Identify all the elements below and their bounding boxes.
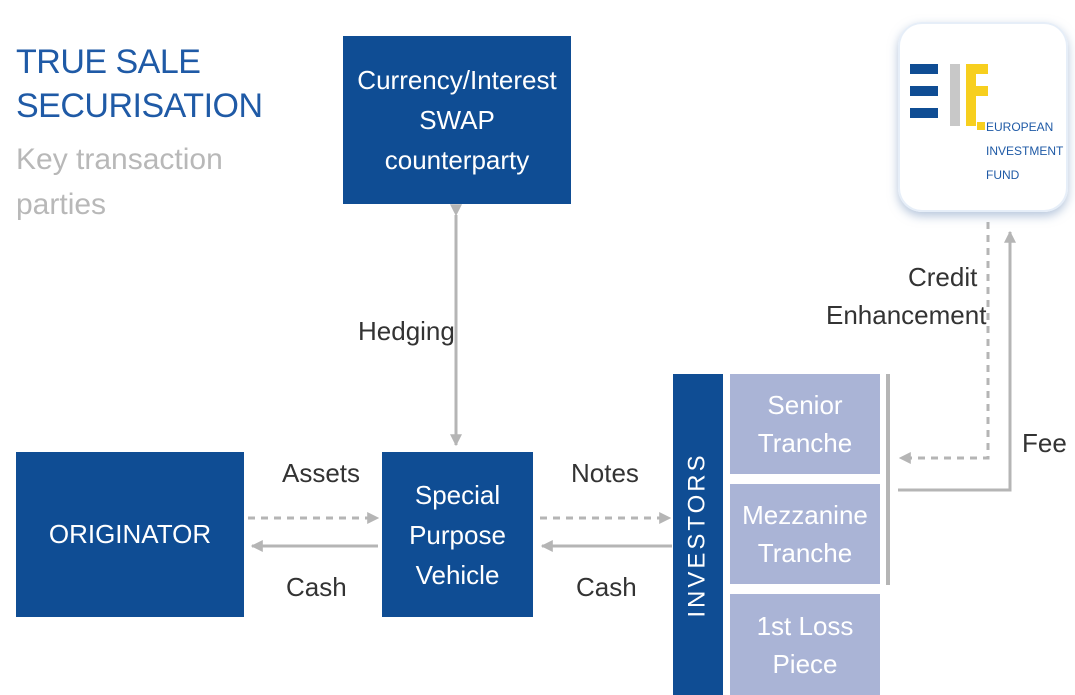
senior-line-1: Senior: [767, 390, 843, 420]
eif-card: EUROPEAN INVESTMENT FUND: [898, 22, 1068, 212]
subtitle-line-2: parties: [16, 188, 107, 221]
eif-line-3: FUND: [986, 168, 1020, 182]
first-loss-box: 1st Loss Piece: [730, 594, 880, 695]
originator-cash-label: Cash: [286, 572, 347, 602]
subtitle-line-1: Key transaction: [16, 143, 223, 176]
originator-label: ORIGINATOR: [48, 519, 212, 549]
senior-tranche-box: Senior Tranche: [730, 374, 880, 474]
title-line-2: SECURISATION: [16, 87, 263, 125]
credit-line-2: Enhancement: [826, 300, 987, 330]
mezzanine-line-1: Mezzanine: [742, 500, 868, 530]
credit-line-1: Credit: [908, 262, 978, 292]
first-loss-line-1: 1st Loss: [756, 610, 854, 641]
eif-line-1: EUROPEAN: [986, 120, 1054, 134]
swap-counterparty-box: Currency/Interest SWAP counterparty: [343, 36, 571, 204]
eif-line-2: INVESTMENT: [986, 144, 1064, 158]
assets-label: Assets: [282, 458, 361, 488]
swap-line-2: SWAP: [419, 105, 495, 135]
spv-line-3: Vehicle: [415, 559, 500, 590]
notes-label: Notes: [571, 458, 639, 488]
investors-label: INVESTORS: [684, 451, 712, 618]
eif-logo-icon: [910, 64, 988, 130]
mezzanine-line-2: Tranche: [757, 538, 853, 568]
mezzanine-tranche-box: Mezzanine Tranche: [730, 484, 880, 584]
swap-line-3: counterparty: [384, 145, 530, 175]
hedging-label: Hedging: [358, 316, 455, 346]
investors-cash-label: Cash: [576, 572, 637, 602]
spv-line-1: Special: [414, 479, 501, 510]
first-loss-line-2: Piece: [772, 648, 838, 679]
spv-line-2: Purpose: [409, 519, 506, 550]
investors-bar: INVESTORS: [673, 374, 723, 695]
spv-box: Special Purpose Vehicle: [382, 452, 533, 617]
title-line-1: TRUE SALE: [16, 43, 201, 81]
swap-line-1: Currency/Interest: [357, 65, 557, 95]
fee-label: Fee: [1022, 428, 1067, 458]
credit-enhancement-arrow: [898, 222, 990, 464]
senior-line-2: Tranche: [757, 428, 853, 458]
originator-box: ORIGINATOR: [16, 452, 244, 617]
fee-arrow: [898, 230, 1016, 492]
